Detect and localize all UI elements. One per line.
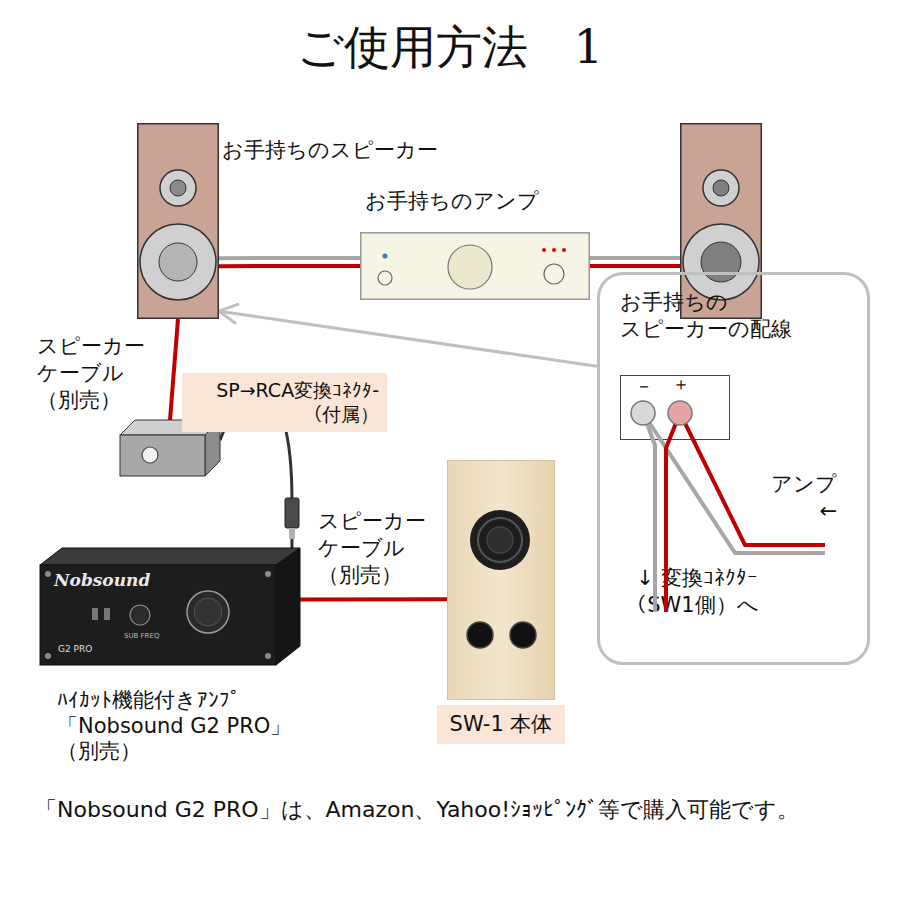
- tweeter: [703, 170, 739, 206]
- indicator-dot: [542, 248, 546, 252]
- node-heading: お手持ちのスピーカー: [222, 137, 438, 164]
- amplifier-box: お手持ちのアンプ: [360, 232, 590, 300]
- power-led: [383, 254, 388, 259]
- converter-box: SP→RCA変換ｺﾈｸﾀ- （付属）: [120, 420, 220, 476]
- speaker-box-shape: [137, 123, 219, 319]
- amp-front: [40, 565, 276, 665]
- part-tag: SP→RCA変換ｺﾈｸﾀ- （付属）: [182, 373, 387, 432]
- right-speaker-cable: [590, 258, 680, 266]
- amp-chassis: [361, 233, 590, 300]
- cable-label: スピーカー ケーブル （別売）: [37, 333, 162, 414]
- panel-screw: [45, 571, 51, 577]
- small-knob: [378, 271, 392, 285]
- terminal-plate: －＋: [620, 375, 730, 440]
- bass-port: [510, 622, 536, 648]
- wiring-callout: お手持ちの スピーカーの配線アンプ ←↓ 変換ｺﾈｸﾀｰ （SW1側）へ－＋: [597, 272, 870, 665]
- minus-terminal: [631, 401, 655, 425]
- arrow-line: [219, 311, 597, 366]
- arrow-head: [219, 304, 238, 323]
- volume-knob-center: [194, 598, 222, 626]
- node-heading: お手持ちのアンプ: [365, 188, 539, 215]
- tweeter-dome: [170, 180, 186, 196]
- plug-tip: [289, 528, 295, 539]
- model-mark: G2 PRO: [58, 644, 92, 656]
- panel-screw: [265, 571, 271, 577]
- plug-body: [285, 498, 299, 528]
- panel-screw: [45, 653, 51, 659]
- woofer-cap: [701, 242, 741, 282]
- panel-screw: [265, 653, 271, 659]
- driver-ring: [487, 527, 513, 553]
- cable-wire: [590, 256, 680, 260]
- part-tag: SW-1 本体: [437, 705, 565, 744]
- speaker-cabinet: [138, 124, 219, 319]
- highcut-amplifier: NobsoundG2 PROSUB FREQﾊｲｶｯﾄ機能付きｱﾝﾌﾟ 「Nob…: [40, 548, 300, 665]
- diagram-caption: 「Nobsound G2 PRO」は、Amazon、Yahoo!ｼｮｯﾋﾟﾝｸﾞ…: [35, 793, 855, 827]
- pointer-arrow: [219, 304, 597, 366]
- polarity-mark: ＋: [669, 372, 693, 395]
- brand-mark: Nobsound: [54, 570, 150, 592]
- indicator-dot: [552, 248, 556, 252]
- speaker-cable: [219, 258, 360, 266]
- panel-switch: [104, 608, 110, 620]
- polarity-mark: －: [632, 374, 656, 397]
- wire-direction: ↓ 変換ｺﾈｸﾀｰ （SW1側）へ: [622, 565, 772, 619]
- tweeter: [160, 170, 196, 206]
- plus-terminal: [668, 401, 692, 425]
- cable-label: スピーカー ケーブル （別売）: [318, 508, 443, 589]
- cable-wire: [170, 319, 178, 420]
- subwoofer-box-shape: [447, 460, 555, 700]
- cable-wire: [219, 264, 360, 268]
- converter-jack: [142, 447, 158, 463]
- bass-port: [467, 622, 493, 648]
- rca-plug: [285, 498, 299, 539]
- selector-knob: [544, 264, 564, 284]
- speaker-cable: [300, 599, 447, 600]
- diagram-title: ご使用方法 1: [0, 20, 900, 75]
- driver-ring: [478, 518, 522, 562]
- driver: [470, 510, 530, 570]
- panel-switch: [92, 608, 98, 620]
- wire-direction: アンプ ←: [765, 471, 837, 525]
- tweeter-dome: [713, 180, 729, 196]
- amp-top: [40, 548, 300, 565]
- speaker-cabinet: [681, 124, 762, 319]
- product-label: ﾊｲｶｯﾄ機能付きｱﾝﾌﾟ 「Nobsound G2 PRO」 （別売）: [57, 688, 317, 765]
- speaker-box: お手持ちのスピーカー: [137, 123, 219, 319]
- woofer-cap: [159, 243, 197, 281]
- cable-wire: [590, 264, 680, 268]
- freq-knob: [130, 605, 150, 625]
- volume-knob: [187, 591, 229, 633]
- speaker-cable: [170, 319, 178, 420]
- woofer: [140, 224, 216, 300]
- amp-side: [276, 548, 300, 665]
- right-speaker: [681, 124, 762, 319]
- volume-knob: [448, 245, 492, 289]
- indicator-dot: [562, 248, 566, 252]
- converter-front: [120, 435, 205, 476]
- panel-marking: SUB FREQ: [124, 632, 159, 641]
- amplifier-box-shape: [360, 232, 590, 300]
- cable-wire: [219, 256, 360, 260]
- subwoofer-box: SW-1 本体: [447, 460, 555, 700]
- woofer: [683, 224, 759, 300]
- callout-heading: お手持ちの スピーカーの配線: [620, 289, 830, 343]
- cable-wire: [300, 597, 447, 601]
- subwoofer-cabinet: [448, 461, 555, 700]
